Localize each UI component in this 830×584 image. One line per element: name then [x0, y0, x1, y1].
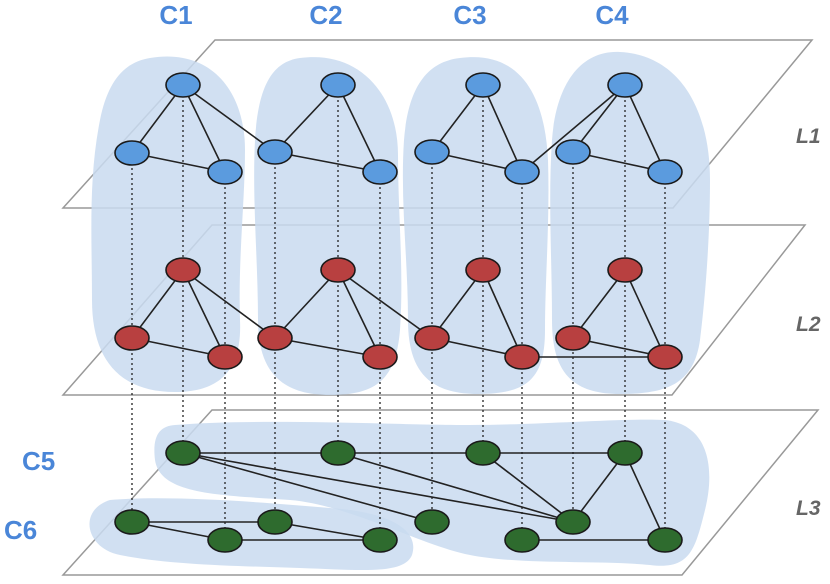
l1-node [114, 140, 150, 166]
l1-node [647, 159, 683, 185]
l2-node [165, 257, 201, 283]
layer-3-edges [131, 452, 666, 541]
layer-2-edges [131, 269, 666, 358]
l3-node [414, 509, 450, 535]
layer-2-nodes [114, 257, 683, 370]
layer-3-nodes [114, 440, 683, 553]
l2-node [257, 325, 293, 351]
layer-label-l3: L3 [796, 497, 821, 520]
l2-node [320, 257, 356, 283]
l2-node [207, 344, 243, 370]
layer-label-l2: L2 [796, 313, 821, 336]
l1-node [504, 159, 540, 185]
l2-node [465, 257, 501, 283]
l3-node [647, 527, 683, 553]
l1-node [257, 139, 293, 165]
l2-node [607, 257, 643, 283]
l2-node [647, 344, 683, 370]
l3-node [207, 527, 243, 553]
l1-node [465, 72, 501, 98]
community-c6-region [89, 498, 414, 571]
l2-node [504, 344, 540, 370]
layer-1-nodes [114, 72, 683, 185]
l2-node [114, 325, 150, 351]
l3-node [607, 440, 643, 466]
community-c4-region [550, 51, 710, 394]
community-label-c6: C6 [4, 515, 38, 545]
l3-node [165, 440, 201, 466]
community-label-c1: C1 [159, 0, 193, 30]
layer-label-l1: L1 [796, 125, 821, 148]
l2-node [555, 325, 591, 351]
community-label-c5: C5 [22, 446, 56, 476]
l2-node [362, 344, 398, 370]
l1-node [165, 72, 201, 98]
community-label-c2: C2 [309, 0, 343, 30]
community-c1-region [91, 56, 245, 393]
l1-node [320, 72, 356, 98]
l1-node [362, 159, 398, 185]
l1-node [607, 72, 643, 98]
l3-node [257, 509, 293, 535]
community-label-c4: C4 [595, 0, 629, 30]
l1-node [414, 139, 450, 165]
l1-node [555, 139, 591, 165]
l3-node [362, 527, 398, 553]
l2-node [414, 325, 450, 351]
l3-node [320, 440, 356, 466]
l3-node [555, 509, 591, 535]
l3-node [504, 527, 540, 553]
community-label-c3: C3 [453, 0, 487, 30]
l3-node [114, 509, 150, 535]
l1-node [207, 159, 243, 185]
l3-node [465, 440, 501, 466]
